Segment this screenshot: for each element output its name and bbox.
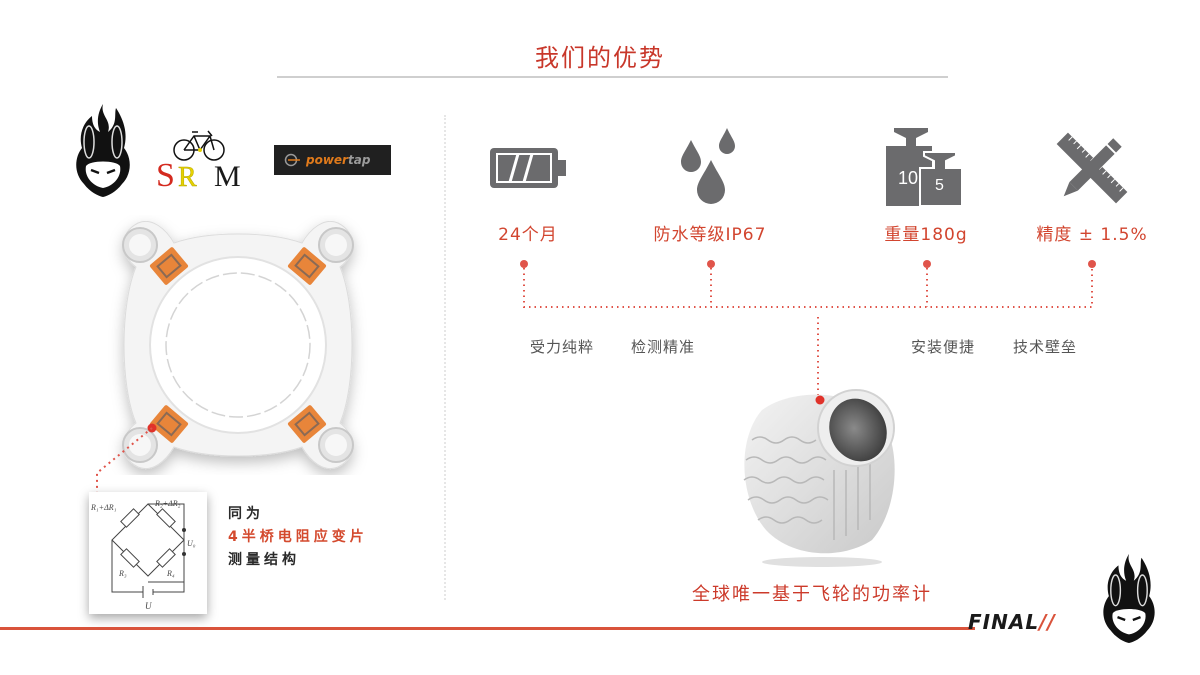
svg-text:R: R [178,162,197,188]
ruler-pencil-icon [1056,132,1128,204]
title-underline [277,76,948,78]
svg-text:R₁+ΔR₁: R₁+ΔR₁ [90,503,117,512]
tagline: 全球唯一基于飞轮的功率计 [692,584,932,605]
circuit-description: 同为 4半桥电阻应变片 测量结构 [228,503,368,572]
water-drops-icon [681,128,735,204]
svg-text:U₀: U₀ [187,539,196,548]
sub-label-barrier: 技术壁垒 [1013,338,1078,356]
svg-text:U: U [145,601,152,611]
leader-line-spider [96,427,153,497]
feature-precision: 精度 ± 1.5% [1012,128,1172,245]
feature-battery: 24个月 [448,128,608,245]
final-brand-logo: FINAL// [968,610,1056,634]
strain-gauge-tr [287,247,327,285]
powertap-tap-text: tap [347,153,371,167]
sub-label-install: 安装便捷 [911,338,976,356]
powertap-swirl-icon [284,153,300,167]
feature-weight: 10 5 重量180g [846,128,1006,245]
weights-icon: 10 5 [886,128,963,207]
svg-text:R₂+ΔR₂: R₂+ΔR₂ [154,499,181,508]
powertap-power-text: power [306,153,348,167]
cassette-flywheel-image [743,389,895,567]
strain-gauge-br [287,405,327,443]
page-title: 我们的优势 [535,44,665,72]
column-divider [444,115,446,600]
circuit-line-3: 测量结构 [228,552,300,568]
bridge-circuit-icon: R₁+ΔR₁ R₂+ΔR₂ R₃ R₄ U₀ U [90,499,196,611]
sub-label-force: 受力纯粹 [530,338,595,356]
flame-bunny-mascot-icon [1103,553,1155,644]
circuit-line-1: 同为 [228,506,264,522]
battery-icon [490,148,566,188]
feature-precision-label: 精度 ± 1.5% [1036,225,1148,245]
feature-waterproof: 防水等级IP67 [630,128,790,245]
srm-logo: S R M [156,128,251,194]
sub-label-accuracy: 检测精准 [631,338,696,356]
svg-text:R₄: R₄ [166,569,175,578]
strain-gauge-bl [149,405,189,443]
svg-text:S: S [156,157,175,188]
svg-text:10: 10 [898,168,918,188]
bottom-rule [0,627,975,630]
spider-sensor-image [122,221,354,469]
bicycle-icon: S R M [156,130,241,194]
flame-bunny-logo-icon [76,104,130,197]
wheatstone-bridge-diagram: R₁+ΔR₁ R₂+ΔR₂ R₃ R₄ U₀ U [89,492,207,614]
svg-text:5: 5 [935,177,944,194]
strain-gauge-tl [149,247,189,285]
feature-waterproof-label: 防水等级IP67 [653,225,767,245]
feature-battery-label: 24个月 [498,225,558,245]
feature-weight-label: 重量180g [884,225,968,245]
circuit-line-2: 4半桥电阻应变片 [228,529,368,545]
svg-text:M: M [214,160,241,188]
svg-text:R₃: R₃ [118,569,127,578]
feature-connector-lines [520,260,1096,403]
